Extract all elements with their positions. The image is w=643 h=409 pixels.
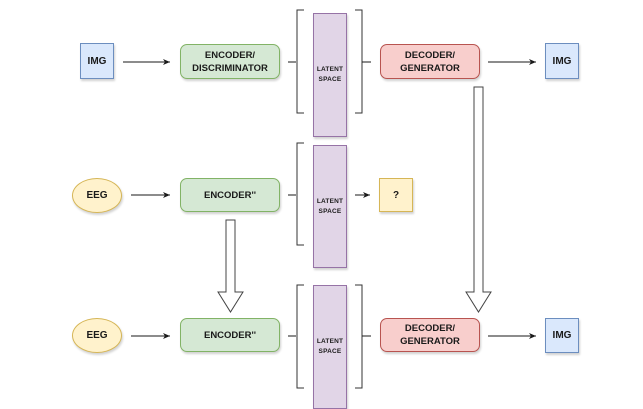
row1-output-img: IMG	[545, 43, 579, 79]
row1-decoder-generator: DECODER/ GENERATOR	[380, 44, 480, 79]
row1-input-img: IMG	[80, 43, 114, 79]
row3-output-label: IMG	[552, 330, 572, 341]
transfer-arrow-decoder	[465, 86, 492, 313]
row2-output-label: ?	[392, 189, 400, 201]
bracket-right-row1	[355, 9, 363, 114]
row3-decoder-generator: DECODER/ GENERATOR	[380, 318, 480, 352]
row1-output-label: IMG	[552, 55, 572, 67]
row3-encoder-label: ENCODER''	[203, 329, 257, 341]
bracket-left-row2	[296, 142, 304, 246]
row3-output-img: IMG	[545, 318, 579, 353]
row2-latent-label-line2: SPACE	[318, 207, 342, 215]
row2-unknown-output: ?	[379, 178, 413, 212]
row2-input-label: EEG	[86, 190, 108, 201]
row1-latent-space: LATENT SPACE	[313, 13, 347, 137]
row3-input-label: EEG	[86, 330, 108, 341]
row2-input-eeg: EEG	[72, 178, 122, 213]
row1-encoder-discriminator: ENCODER/ DISCRIMINATOR	[180, 44, 280, 79]
row1-latent-label-line1: LATENT	[316, 66, 344, 73]
row3-latent-label-line1: LATENT	[316, 338, 344, 345]
row3-decoder-label-line1: DECODER/	[404, 323, 456, 334]
row3-latent-label-line2: SPACE	[318, 348, 342, 355]
row1-encoder-label-line2: DISCRIMINATOR	[192, 62, 268, 74]
bracket-right-row3	[355, 284, 363, 389]
bracket-left-row3	[296, 284, 304, 389]
row1-latent-label-line2: SPACE	[318, 76, 342, 83]
row3-latent-space: LATENT SPACE	[313, 285, 347, 409]
row3-encoder: ENCODER''	[180, 318, 280, 352]
row3-input-eeg: EEG	[72, 318, 122, 353]
row1-input-label: IMG	[87, 55, 107, 67]
row1-decoder-label-line2: GENERATOR	[400, 62, 460, 74]
row2-latent-space: LATENT SPACE	[313, 145, 347, 268]
row1-decoder-label-line1: DECODER/	[404, 49, 456, 61]
row3-decoder-label-line2: GENERATOR	[400, 336, 460, 347]
row2-encoder-label: ENCODER''	[203, 189, 257, 201]
row1-encoder-label-line1: ENCODER/	[204, 49, 256, 61]
transfer-arrow-encoder	[217, 219, 244, 313]
bracket-left-row1	[296, 9, 304, 114]
row2-encoder: ENCODER''	[180, 178, 280, 212]
row2-latent-label-line1: LATENT	[316, 197, 344, 205]
